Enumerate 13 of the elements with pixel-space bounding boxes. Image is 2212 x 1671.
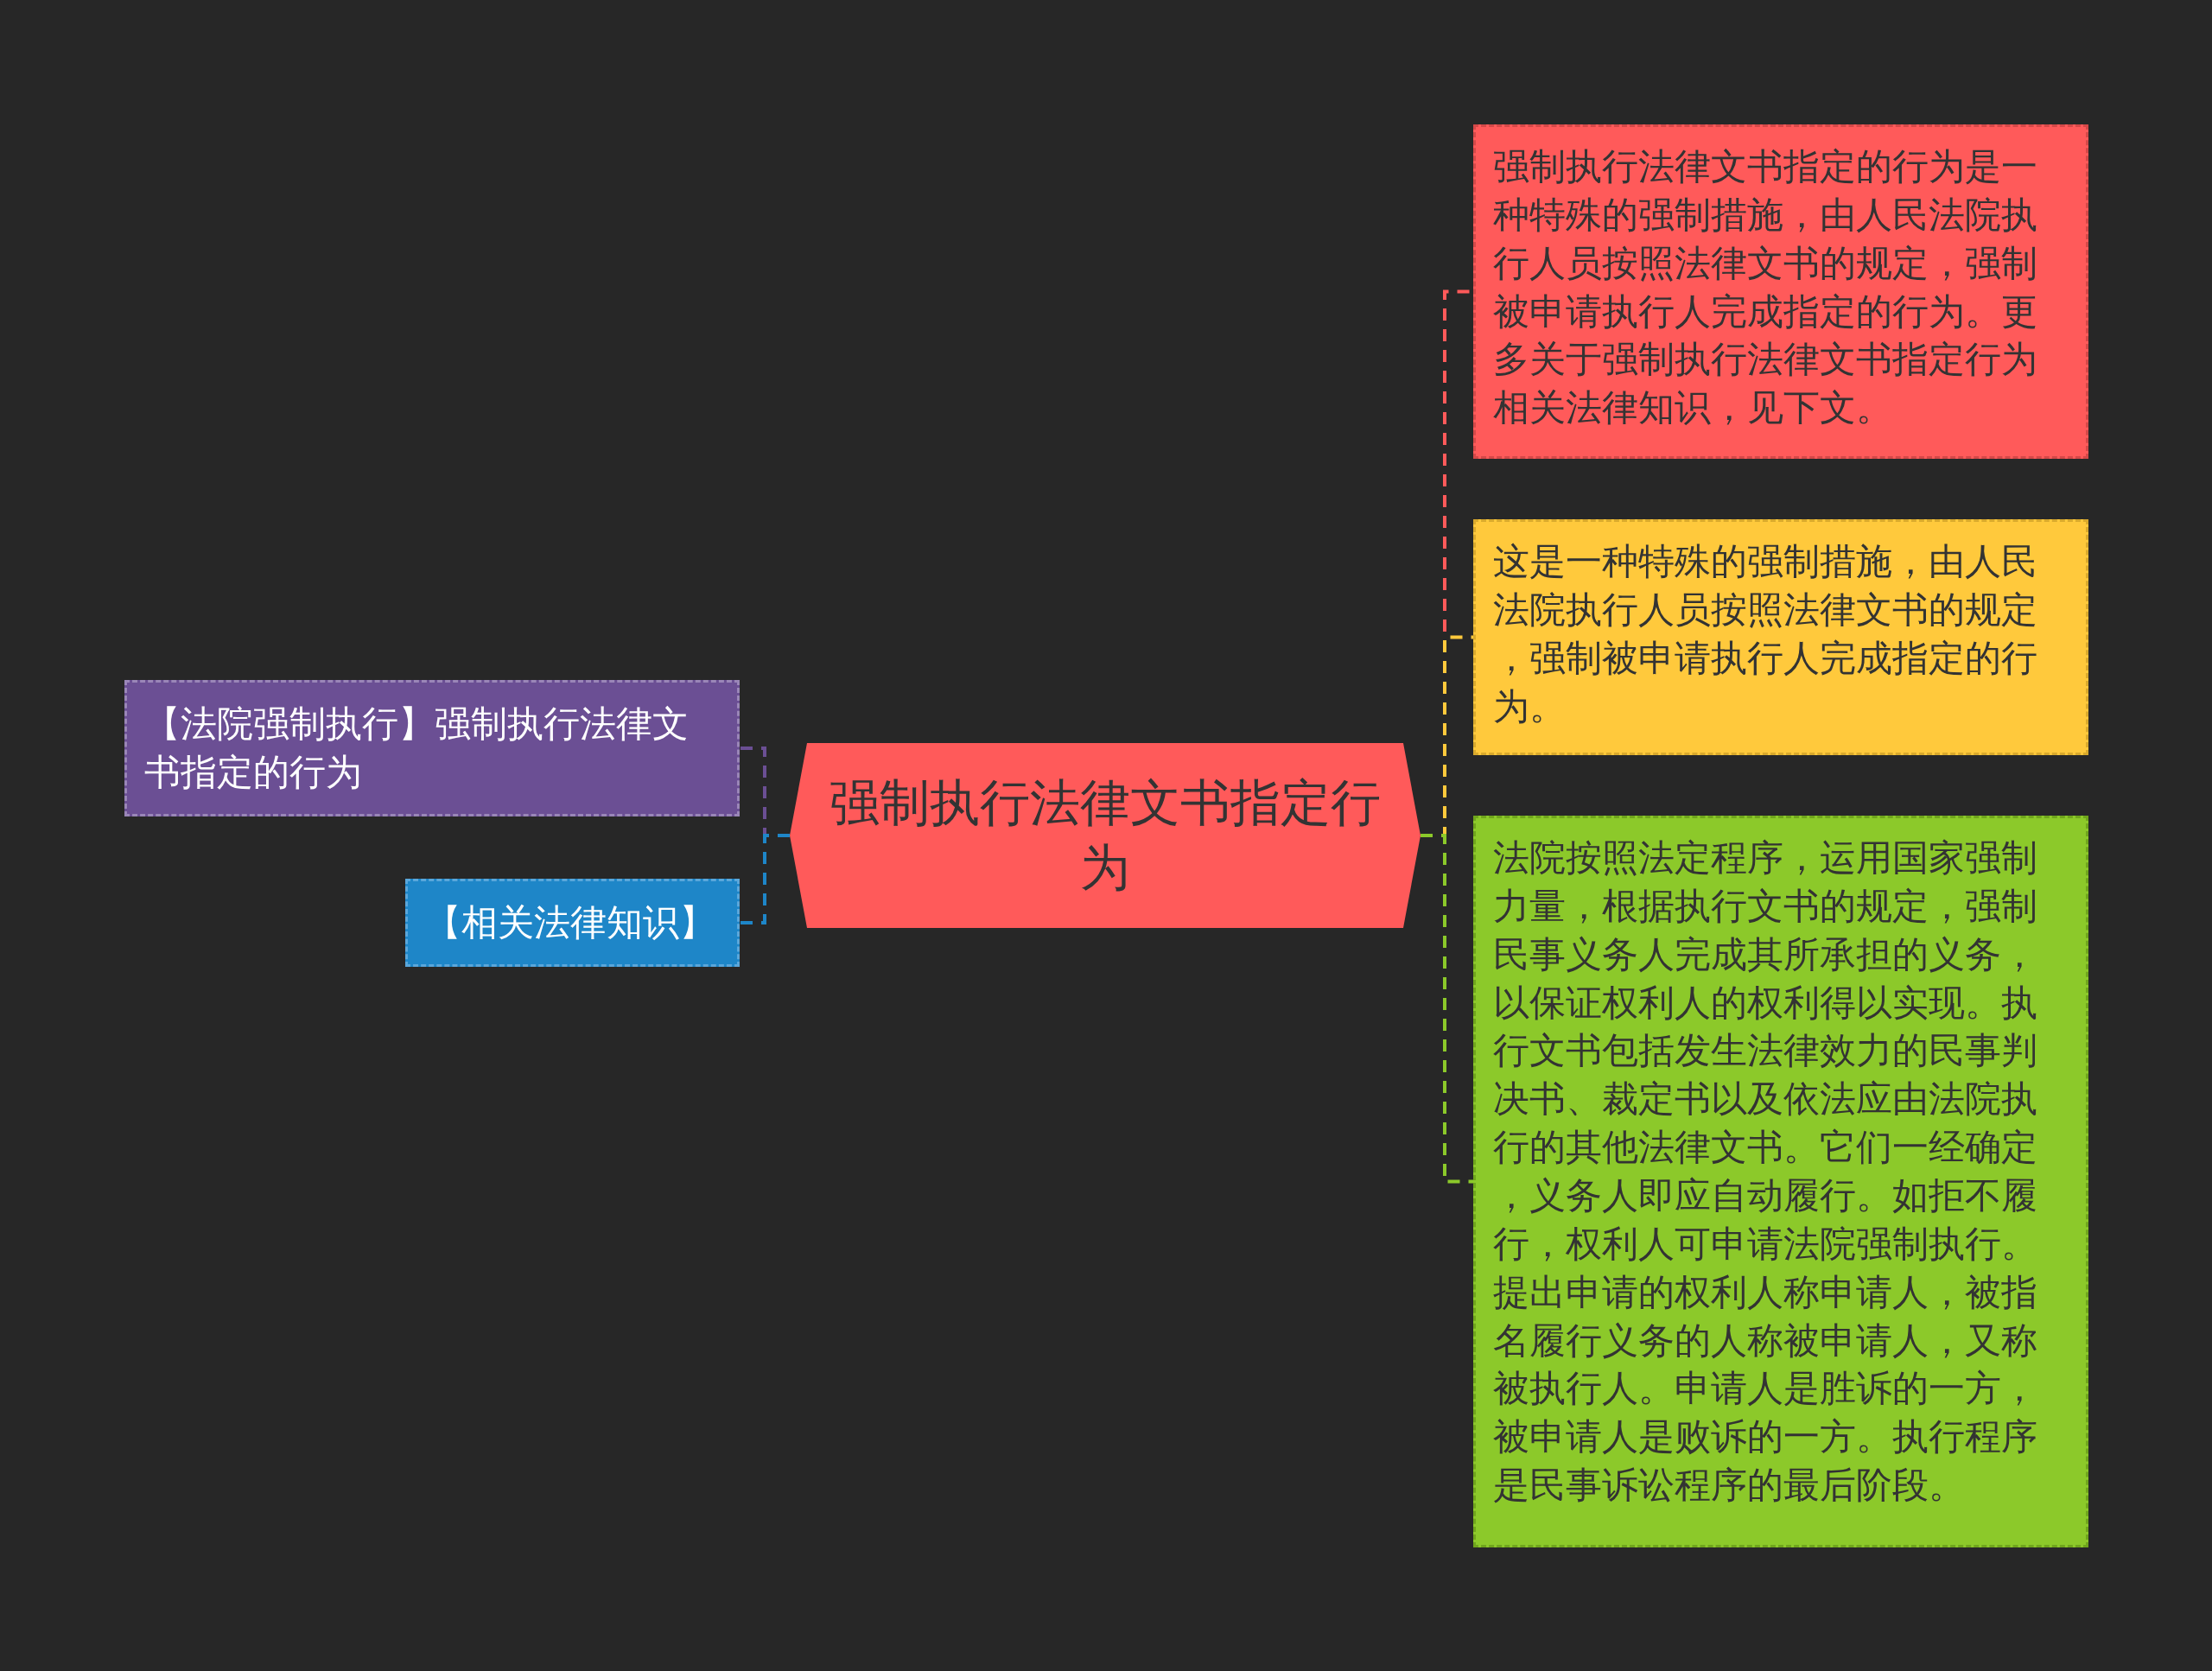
note-text: 【法院强制执行】强制执行法律文书指定的行为 — [144, 702, 690, 795]
note-text: 这是一种特殊的强制措施，由人民法院执行人员按照法律文书的规定，强制被申请执行人完成指定的行为。 — [1493, 539, 2038, 729]
note-text: 强制执行法律文书指定的行为是一种特殊的强制措施，由人民法院执行人员按照法律文书的规定，强制被申请执行人完成指定的行为。更多关于强制执行法律文书指定行为相关法律知识，见下文。 — [1493, 144, 2038, 431]
topic-text: 强制执行法律文书指定行为 — [829, 772, 1382, 899]
note-box — [405, 879, 740, 967]
note-text: 【相关法律知识】 — [425, 900, 715, 946]
note-box — [1473, 124, 2088, 459]
note-box — [124, 680, 740, 816]
connector-line — [740, 834, 790, 924]
note-box — [1473, 816, 2088, 1547]
connector-line — [1421, 834, 1473, 1184]
note-box — [1473, 519, 2088, 755]
note-text: 法院按照法定程序，运用国家强制力量，根据执行文书的规定，强制民事义务人完成其所承担的义务，以保证权利人的权利得以实现。执行文书包括发生法律效力的民事判决书、裁定书以及依法应由法院执行的其他法律文书。它们一经确定，义务人即应自动履行。如拒不履行，权利人可申请法院强制执行。提出申请的权利人称申请人，被指名履行义务的人称被申请人，又称被执行人。申请人是胜诉的一方，被申请人是败诉的一方。执行程序是民事诉讼程序的最后阶段。 — [1493, 836, 2038, 1509]
